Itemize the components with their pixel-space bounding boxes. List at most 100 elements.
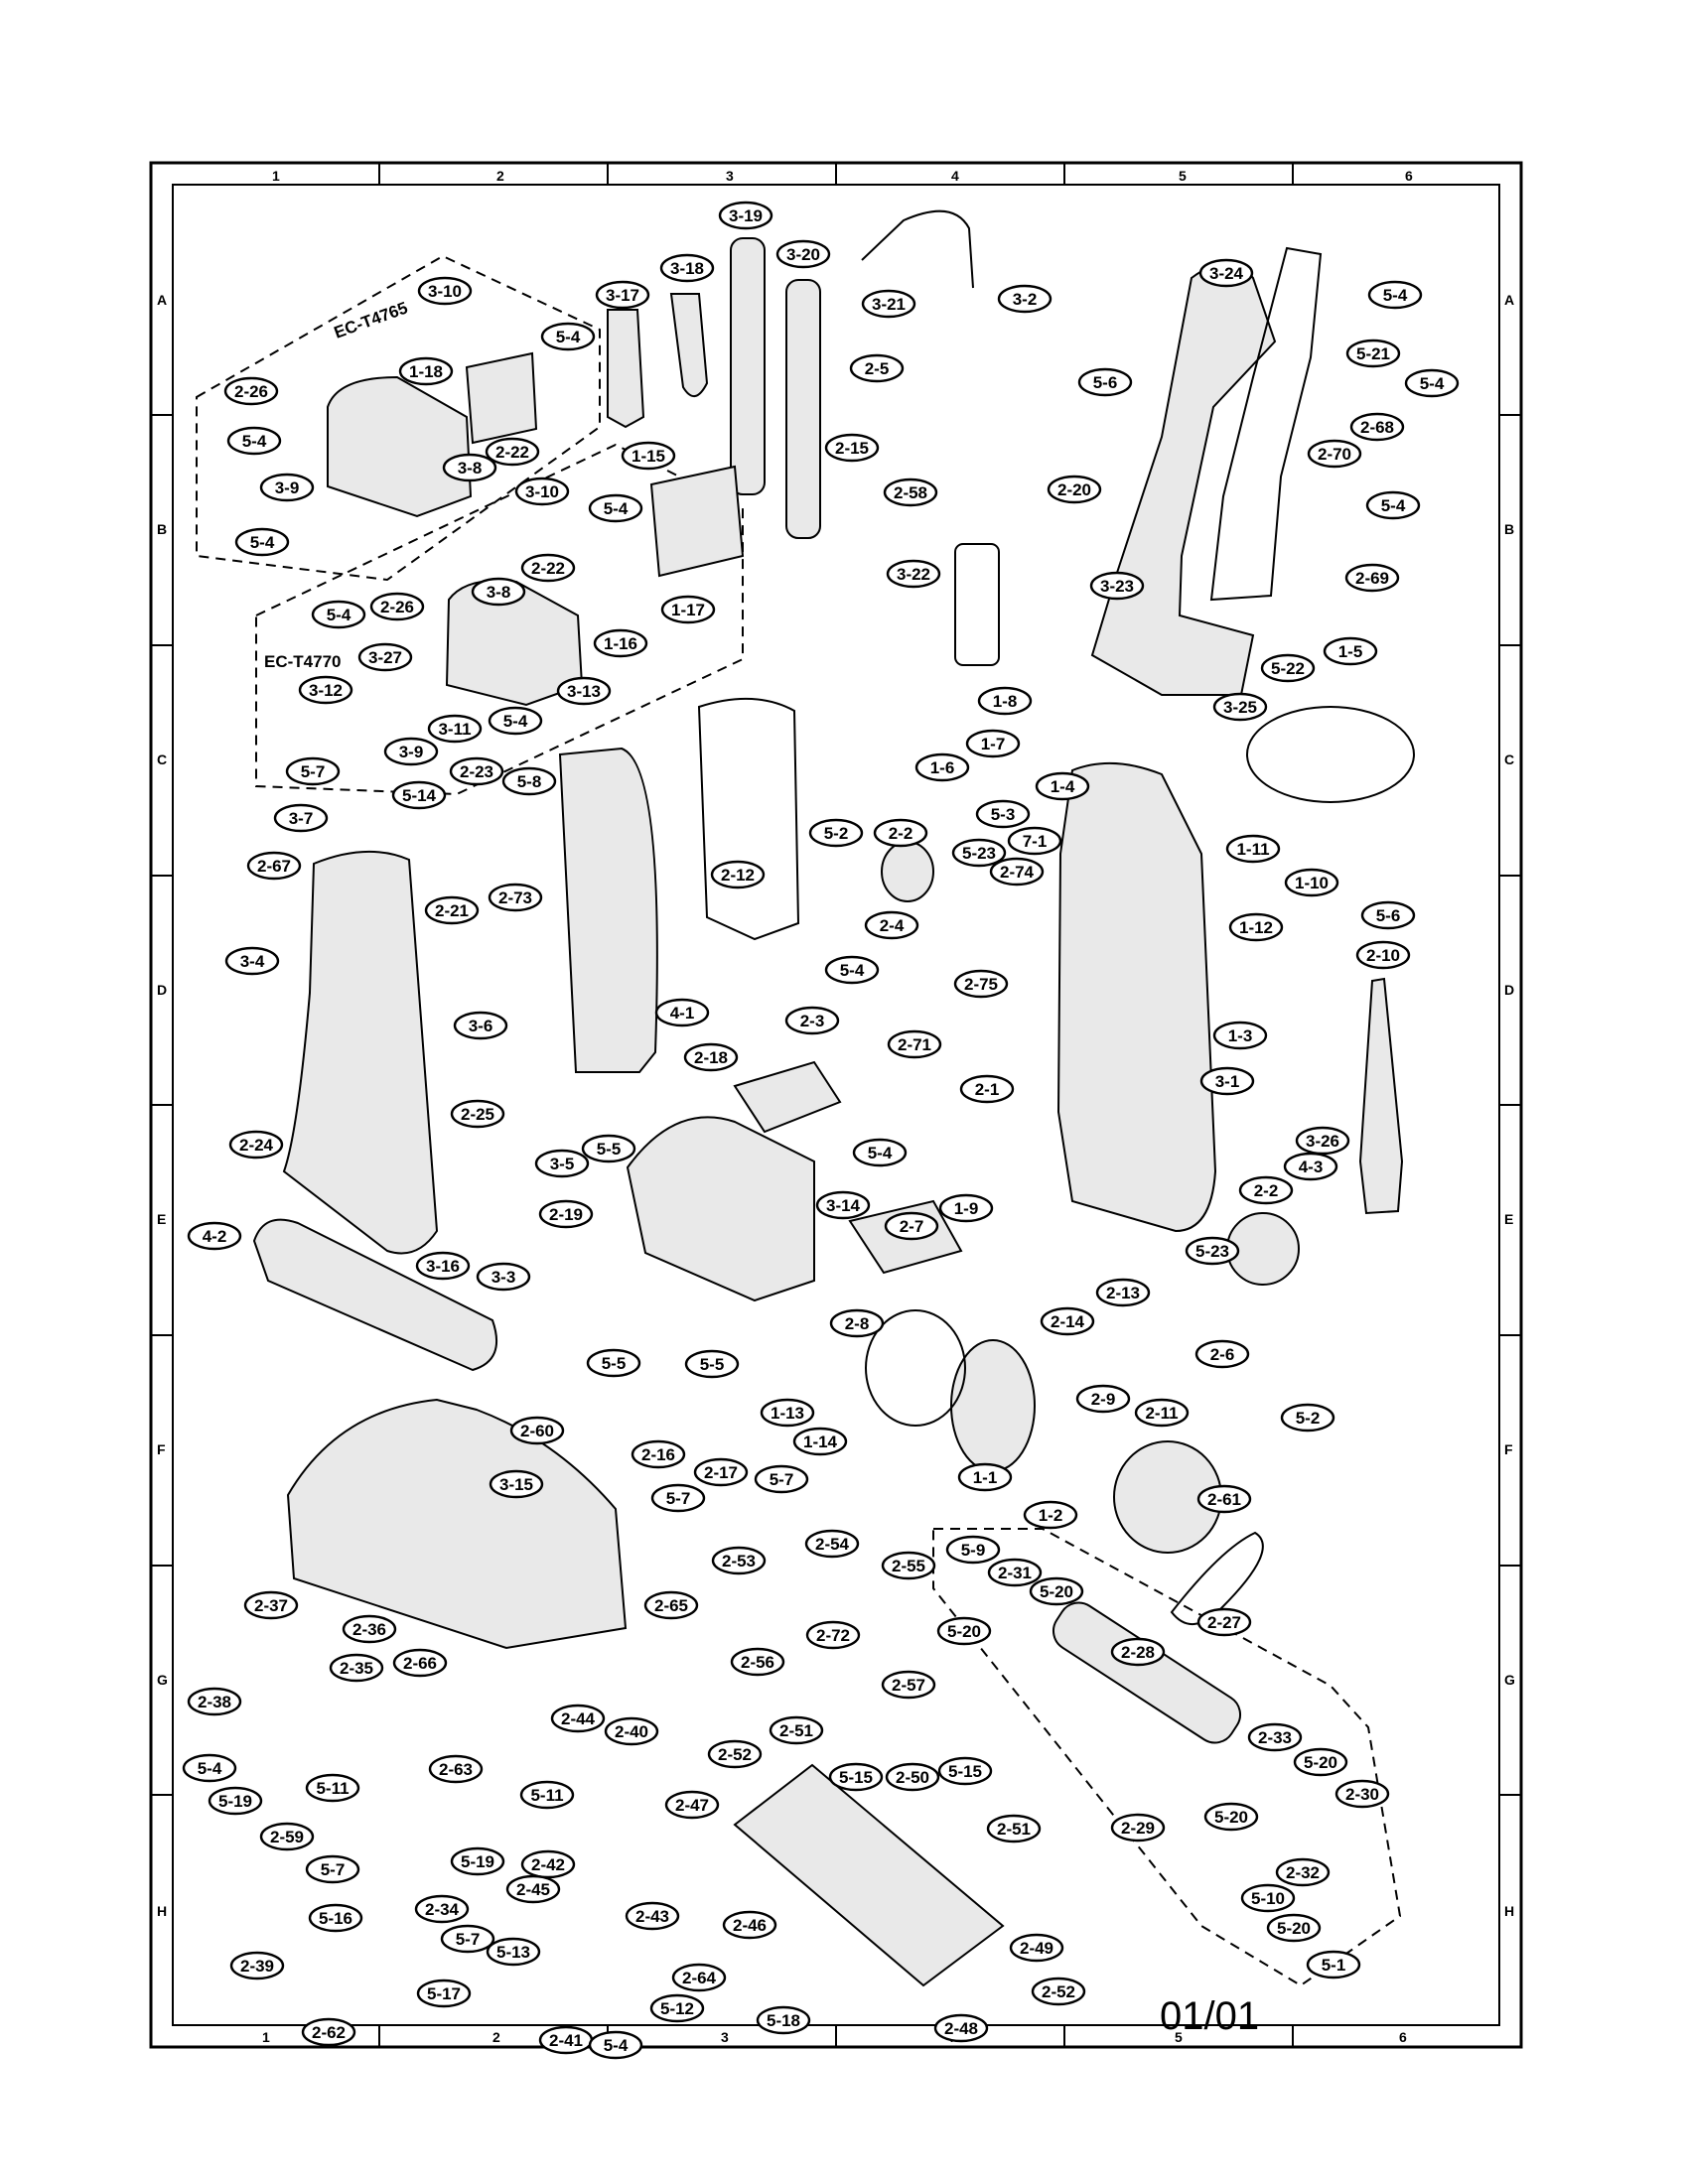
callout-label: 2-33 — [1258, 1728, 1292, 1747]
callout-oval — [881, 1670, 936, 1700]
part-callout: 2-67 — [246, 851, 302, 881]
callout-label: 2-2 — [1254, 1181, 1279, 1200]
callout-label: 1-10 — [1295, 874, 1329, 892]
part-callout: 2-63 — [428, 1754, 484, 1784]
callout-oval — [442, 453, 497, 482]
part-callout: 2-6 — [1194, 1339, 1250, 1369]
callout-oval — [951, 838, 1007, 868]
callout-label: 1-6 — [930, 758, 955, 777]
callout-oval — [1023, 1500, 1078, 1530]
callout-oval — [861, 289, 916, 319]
callout-oval — [1134, 1398, 1190, 1428]
callout-oval — [488, 883, 543, 912]
part-callout: 5-15 — [828, 1762, 884, 1792]
callout-oval — [187, 1221, 242, 1251]
part-callout: 2-55 — [881, 1551, 936, 1580]
part-callout: 2-28 — [1110, 1637, 1166, 1667]
front-cover-3-6 — [282, 850, 439, 1255]
callout-label: 3-17 — [606, 286, 639, 305]
part-callout: 3-27 — [357, 642, 413, 672]
callout-label: 1-3 — [1228, 1026, 1253, 1045]
callout-oval — [424, 895, 480, 925]
callout-label: 2-7 — [900, 1217, 924, 1236]
callout-label: 5-5 — [597, 1140, 622, 1159]
part-callout: 2-9 — [1075, 1384, 1131, 1414]
callout-oval — [305, 1854, 360, 1884]
callout-oval — [711, 1546, 767, 1575]
callout-oval — [520, 1849, 576, 1879]
callout-label: 2-10 — [1366, 946, 1400, 965]
callout-oval — [449, 756, 504, 786]
callout-oval — [1247, 1722, 1303, 1752]
part-callout: 1-6 — [914, 752, 970, 782]
callout-oval — [391, 780, 447, 810]
part-callout: 2-75 — [953, 969, 1009, 999]
callout-oval — [1077, 367, 1133, 397]
part-callout: 5-16 — [308, 1903, 363, 1933]
part-callout: 2-35 — [329, 1653, 384, 1683]
part-callout: 5-4 — [824, 955, 880, 985]
callout-oval — [1212, 1021, 1268, 1050]
callout-label: 3-13 — [567, 682, 601, 701]
part-callout: 2-2 — [1238, 1175, 1294, 1205]
callout-oval — [864, 910, 919, 940]
part-callout: 2-39 — [229, 1951, 285, 1980]
callout-label: 2-27 — [1207, 1613, 1241, 1632]
callout-label: 5-20 — [1277, 1919, 1311, 1938]
callout-oval — [471, 577, 526, 607]
part-callout: 2-8 — [829, 1308, 885, 1338]
row-label: D — [157, 982, 167, 998]
column-labels-top: 1 2 3 4 5 6 — [272, 168, 1413, 184]
housing-3-14 — [626, 1116, 815, 1302]
callout-oval — [298, 675, 353, 705]
callout-label: 2-46 — [733, 1916, 767, 1935]
callout-oval — [1323, 636, 1378, 666]
callout-oval — [722, 1910, 777, 1940]
part-callout: 2-44 — [550, 1704, 606, 1733]
part-callout: 3-22 — [886, 559, 941, 589]
row-label: A — [1504, 292, 1514, 308]
part-callout: 5-13 — [486, 1937, 541, 1967]
wand-3-19 — [730, 237, 766, 495]
part-callout: 2-62 — [301, 2017, 356, 2047]
part-callout: 5-12 — [649, 1993, 705, 2023]
callout-oval — [975, 799, 1031, 829]
callout-label: 2-62 — [312, 2023, 346, 2042]
callout-oval — [538, 1199, 594, 1229]
row-label: C — [1504, 751, 1514, 767]
callout-label: 2-44 — [561, 1709, 596, 1728]
part-callout: 1-16 — [593, 628, 648, 658]
callout-label: 1-11 — [1236, 840, 1269, 859]
callout-label: 5-7 — [321, 1860, 346, 1879]
callout-label: 2-40 — [615, 1722, 648, 1741]
panel-1-15 — [649, 465, 745, 578]
callout-oval — [710, 860, 766, 889]
callout-label: 5-2 — [824, 824, 849, 843]
part-callout: 1-14 — [792, 1427, 848, 1456]
callout-oval — [428, 1754, 484, 1784]
part-callout: 2-5 — [849, 353, 905, 383]
callout-oval — [259, 473, 315, 502]
callout-oval — [223, 376, 279, 406]
part-callout: 5-7 — [754, 1464, 809, 1494]
part-callout: 1-13 — [760, 1398, 815, 1428]
part-callout: 5-10 — [1240, 1883, 1296, 1913]
part-callout: 2-70 — [1307, 439, 1362, 469]
callout-label: 2-57 — [892, 1676, 925, 1695]
callout-label: 3-15 — [499, 1475, 533, 1494]
callout-oval — [989, 857, 1045, 887]
model-label-ec-t4765: EC-T4765 — [332, 298, 410, 341]
bumper-3-16 — [252, 1218, 497, 1372]
callout-label: 2-54 — [815, 1535, 850, 1554]
callout-oval — [1212, 692, 1268, 722]
callout-label: 5-11 — [316, 1779, 349, 1798]
callout-oval — [1283, 1152, 1338, 1181]
callout-oval — [957, 1462, 1013, 1492]
callout-label: 5-5 — [602, 1354, 627, 1373]
callout-oval — [654, 998, 710, 1027]
callout-oval — [234, 527, 290, 557]
callout-oval — [1185, 1236, 1240, 1266]
callout-label: 1-16 — [604, 634, 637, 653]
part-callout: 5-23 — [1185, 1236, 1240, 1266]
callout-oval — [417, 276, 473, 306]
